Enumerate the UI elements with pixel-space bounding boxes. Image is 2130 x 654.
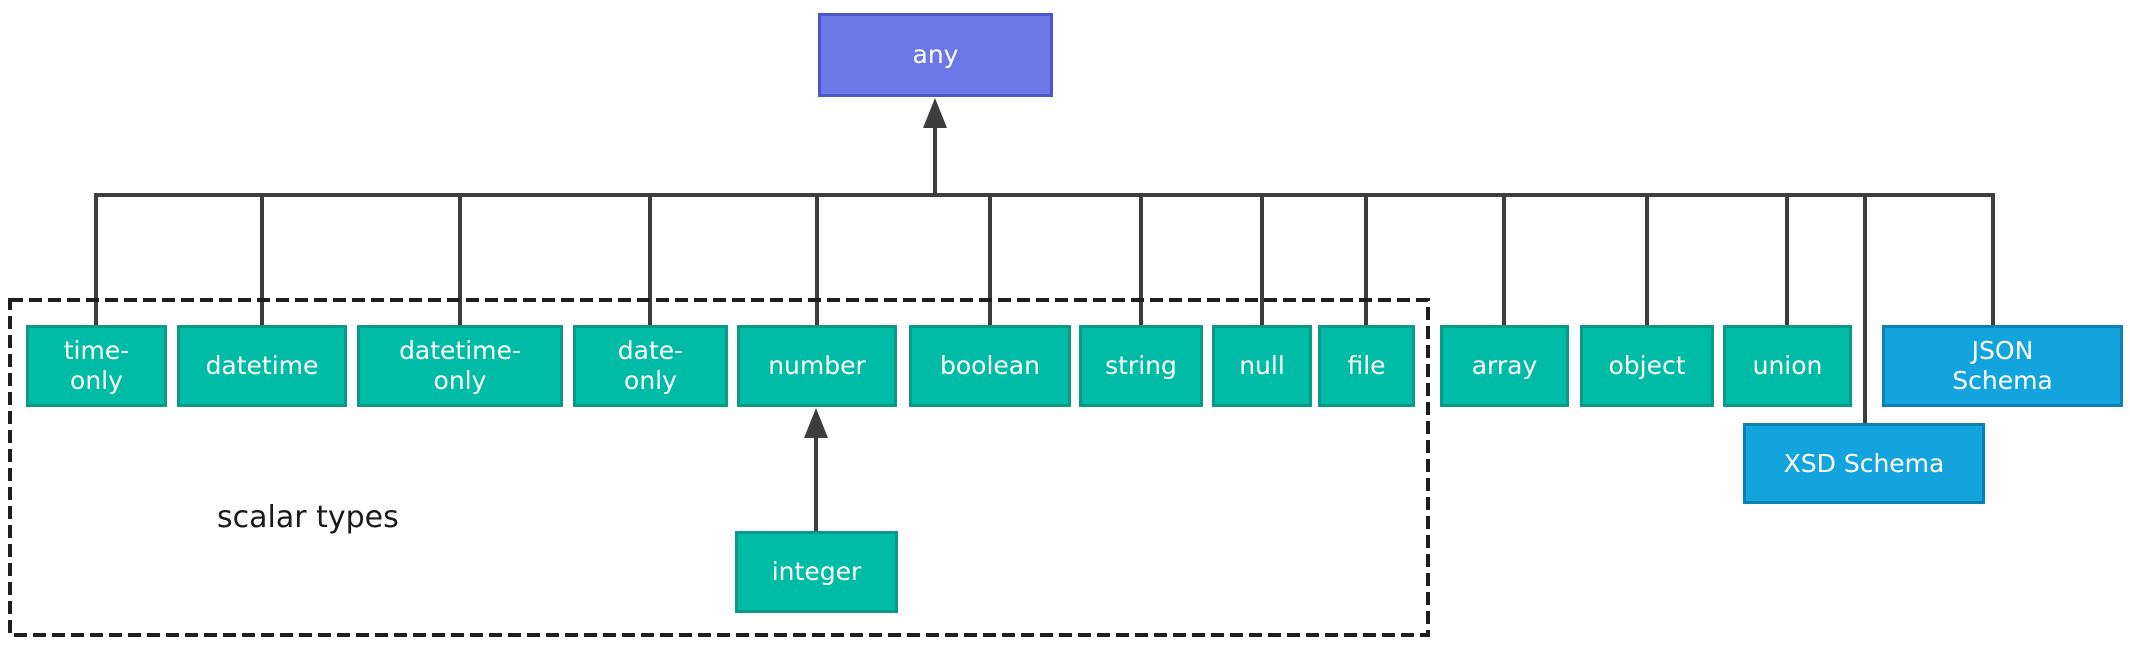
node-time-only: time- only [26, 325, 167, 407]
arrowhead-to-any-icon [923, 98, 947, 128]
node-boolean: boolean [909, 325, 1071, 407]
node-integer: integer [735, 531, 898, 613]
node-xsd-schema: XSD Schema [1743, 423, 1985, 504]
node-file: file [1318, 325, 1415, 407]
node-object: object [1580, 325, 1714, 407]
node-string: string [1079, 325, 1203, 407]
node-any: any [818, 13, 1053, 97]
scalar-types-label: scalar types [217, 500, 399, 535]
node-union: union [1723, 325, 1852, 407]
node-number: number [737, 325, 897, 407]
node-datetime-only: datetime- only [357, 325, 563, 407]
node-json-schema: JSON Schema [1882, 325, 2123, 407]
arrowhead-integer-to-number-icon [804, 408, 828, 438]
node-array: array [1440, 325, 1569, 407]
scalar-types-group-border [8, 298, 1430, 637]
node-date-only: date- only [573, 325, 728, 407]
node-datetime: datetime [177, 325, 347, 407]
node-null: null [1212, 325, 1312, 407]
